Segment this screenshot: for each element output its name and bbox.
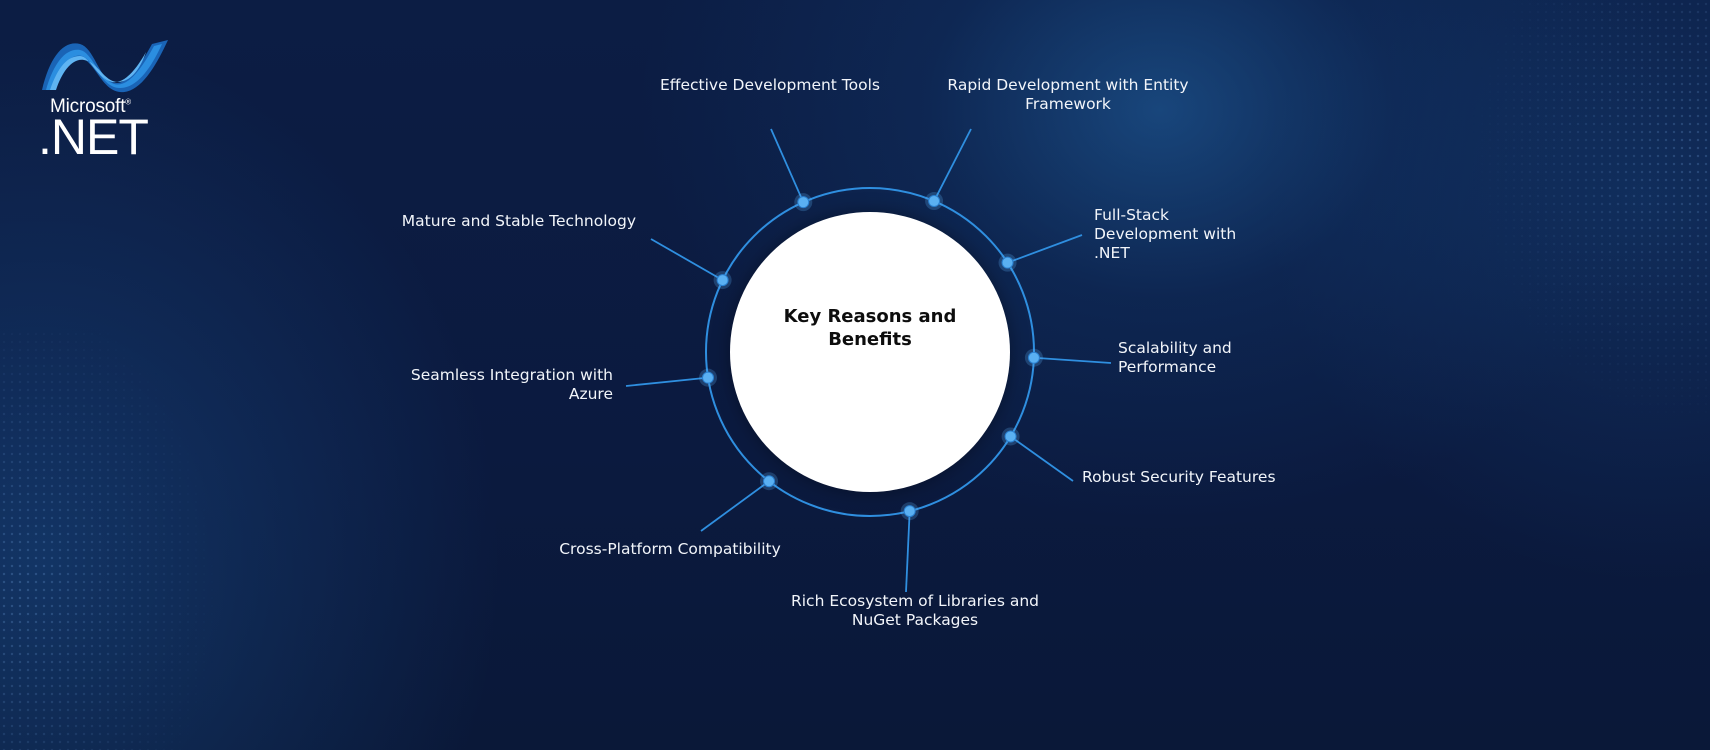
benefit-label-security: Robust Security Features [1082, 468, 1276, 486]
benefit-label-cross-platform: Cross-Platform Compatibility [559, 540, 781, 558]
ring-node [903, 505, 916, 518]
ring-node [716, 274, 729, 287]
ring-node [797, 196, 810, 209]
benefit-label-scalability: Scalability and Performance [1118, 339, 1232, 376]
ring-node [702, 371, 715, 384]
benefit-label-entity-framework: Rapid Development with Entity Framework [947, 76, 1189, 113]
connector-line [770, 128, 805, 203]
dot-pattern-left [0, 330, 240, 750]
connector-line [650, 238, 724, 281]
ring-node [1004, 430, 1017, 443]
connector-line [1007, 234, 1083, 264]
benefit-label-mature-technology: Mature and Stable Technology [401, 212, 636, 230]
connector-line [1033, 356, 1112, 364]
dot-pattern-right [1470, 0, 1710, 420]
logo-product-text: .NET [38, 109, 149, 165]
connector-line [700, 480, 770, 532]
connector-line [933, 128, 972, 202]
benefit-label-full-stack: Full-Stack Development with .NET [1094, 206, 1237, 262]
ring-node [1001, 256, 1014, 269]
benefit-label-azure: Seamless Integration with Azure [410, 366, 613, 403]
connector-line [625, 376, 709, 387]
dotnet-wave-icon [42, 40, 168, 93]
connectors-group [625, 128, 1112, 593]
connector-line [1010, 435, 1074, 482]
ring-node [1027, 351, 1040, 364]
ring-node [763, 475, 776, 488]
ring-node [928, 195, 941, 208]
connector-line [905, 511, 911, 593]
logo-brand-text: Microsoft® [50, 96, 131, 117]
dotnet-logo: Microsoft® .NET [36, 36, 176, 166]
benefit-label-development-tools: Effective Development Tools [659, 76, 880, 94]
benefit-label-ecosystem: Rich Ecosystem of Libraries and NuGet Pa… [790, 592, 1039, 629]
center-circle [730, 212, 1010, 492]
center-title: Key Reasons and Benefits [783, 306, 957, 350]
